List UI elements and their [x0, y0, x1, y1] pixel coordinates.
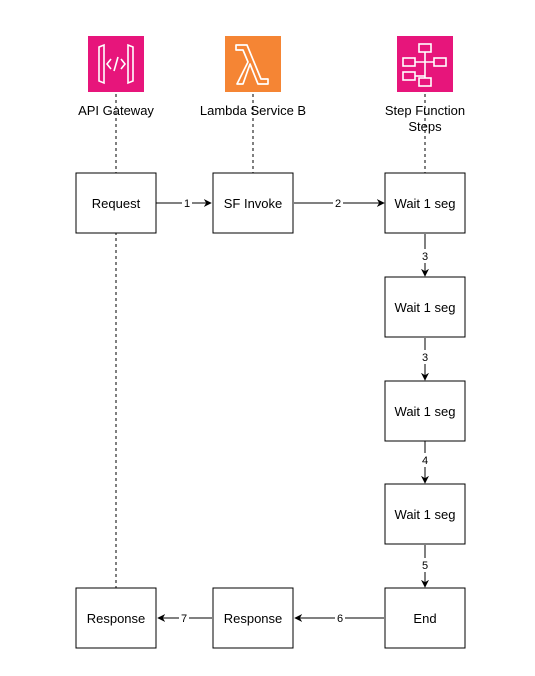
step-function-label-line2: Steps: [408, 119, 442, 134]
svg-text:5: 5: [422, 560, 428, 572]
lambda-icon: [225, 36, 281, 92]
wait-box-1: Wait 1 seg: [384, 172, 466, 234]
sf-invoke-box: SF Invoke: [212, 172, 294, 234]
wait-box-4: Wait 1 seg: [384, 483, 466, 545]
step-functions-icon: [397, 36, 453, 92]
step-function-label-line1: Step Function: [385, 103, 465, 118]
wait-box-2: Wait 1 seg: [384, 276, 466, 338]
api-gateway-icon: [88, 36, 144, 92]
svg-text:1: 1: [184, 198, 190, 210]
svg-text:2: 2: [335, 198, 341, 210]
svg-text:Wait 1 seg: Wait 1 seg: [395, 300, 456, 315]
svg-text:Wait 1 seg: Wait 1 seg: [395, 196, 456, 211]
edge-label-3a: 3: [420, 249, 430, 263]
svg-text:3: 3: [422, 352, 428, 364]
svg-text:Wait 1 seg: Wait 1 seg: [395, 507, 456, 522]
edge-label-7: 7: [179, 611, 189, 625]
svg-text:Response: Response: [87, 611, 146, 626]
svg-text:7: 7: [181, 613, 187, 625]
request-box: Request: [75, 172, 157, 234]
edge-label-5: 5: [420, 558, 430, 572]
svg-text:Request: Request: [92, 196, 141, 211]
svg-text:Wait 1 seg: Wait 1 seg: [395, 404, 456, 419]
response-box-lambda: Response: [212, 587, 294, 649]
svg-text:3: 3: [422, 251, 428, 263]
response-box-api: Response: [75, 587, 157, 649]
edge-label-1: 1: [182, 196, 192, 210]
svg-text:6: 6: [337, 613, 343, 625]
svg-text:Response: Response: [224, 611, 283, 626]
svg-text:SF Invoke: SF Invoke: [224, 196, 283, 211]
edge-label-6: 6: [335, 611, 345, 625]
lambda-service-label: Lambda Service B: [200, 103, 306, 118]
svg-text:End: End: [413, 611, 436, 626]
edge-label-2: 2: [333, 196, 343, 210]
edge-label-4: 4: [420, 453, 430, 467]
wait-box-3: Wait 1 seg: [384, 380, 466, 442]
svg-text:4: 4: [422, 455, 428, 467]
edge-label-3b: 3: [420, 350, 430, 364]
end-box: End: [384, 587, 466, 649]
api-gateway-label: API Gateway: [78, 103, 154, 118]
